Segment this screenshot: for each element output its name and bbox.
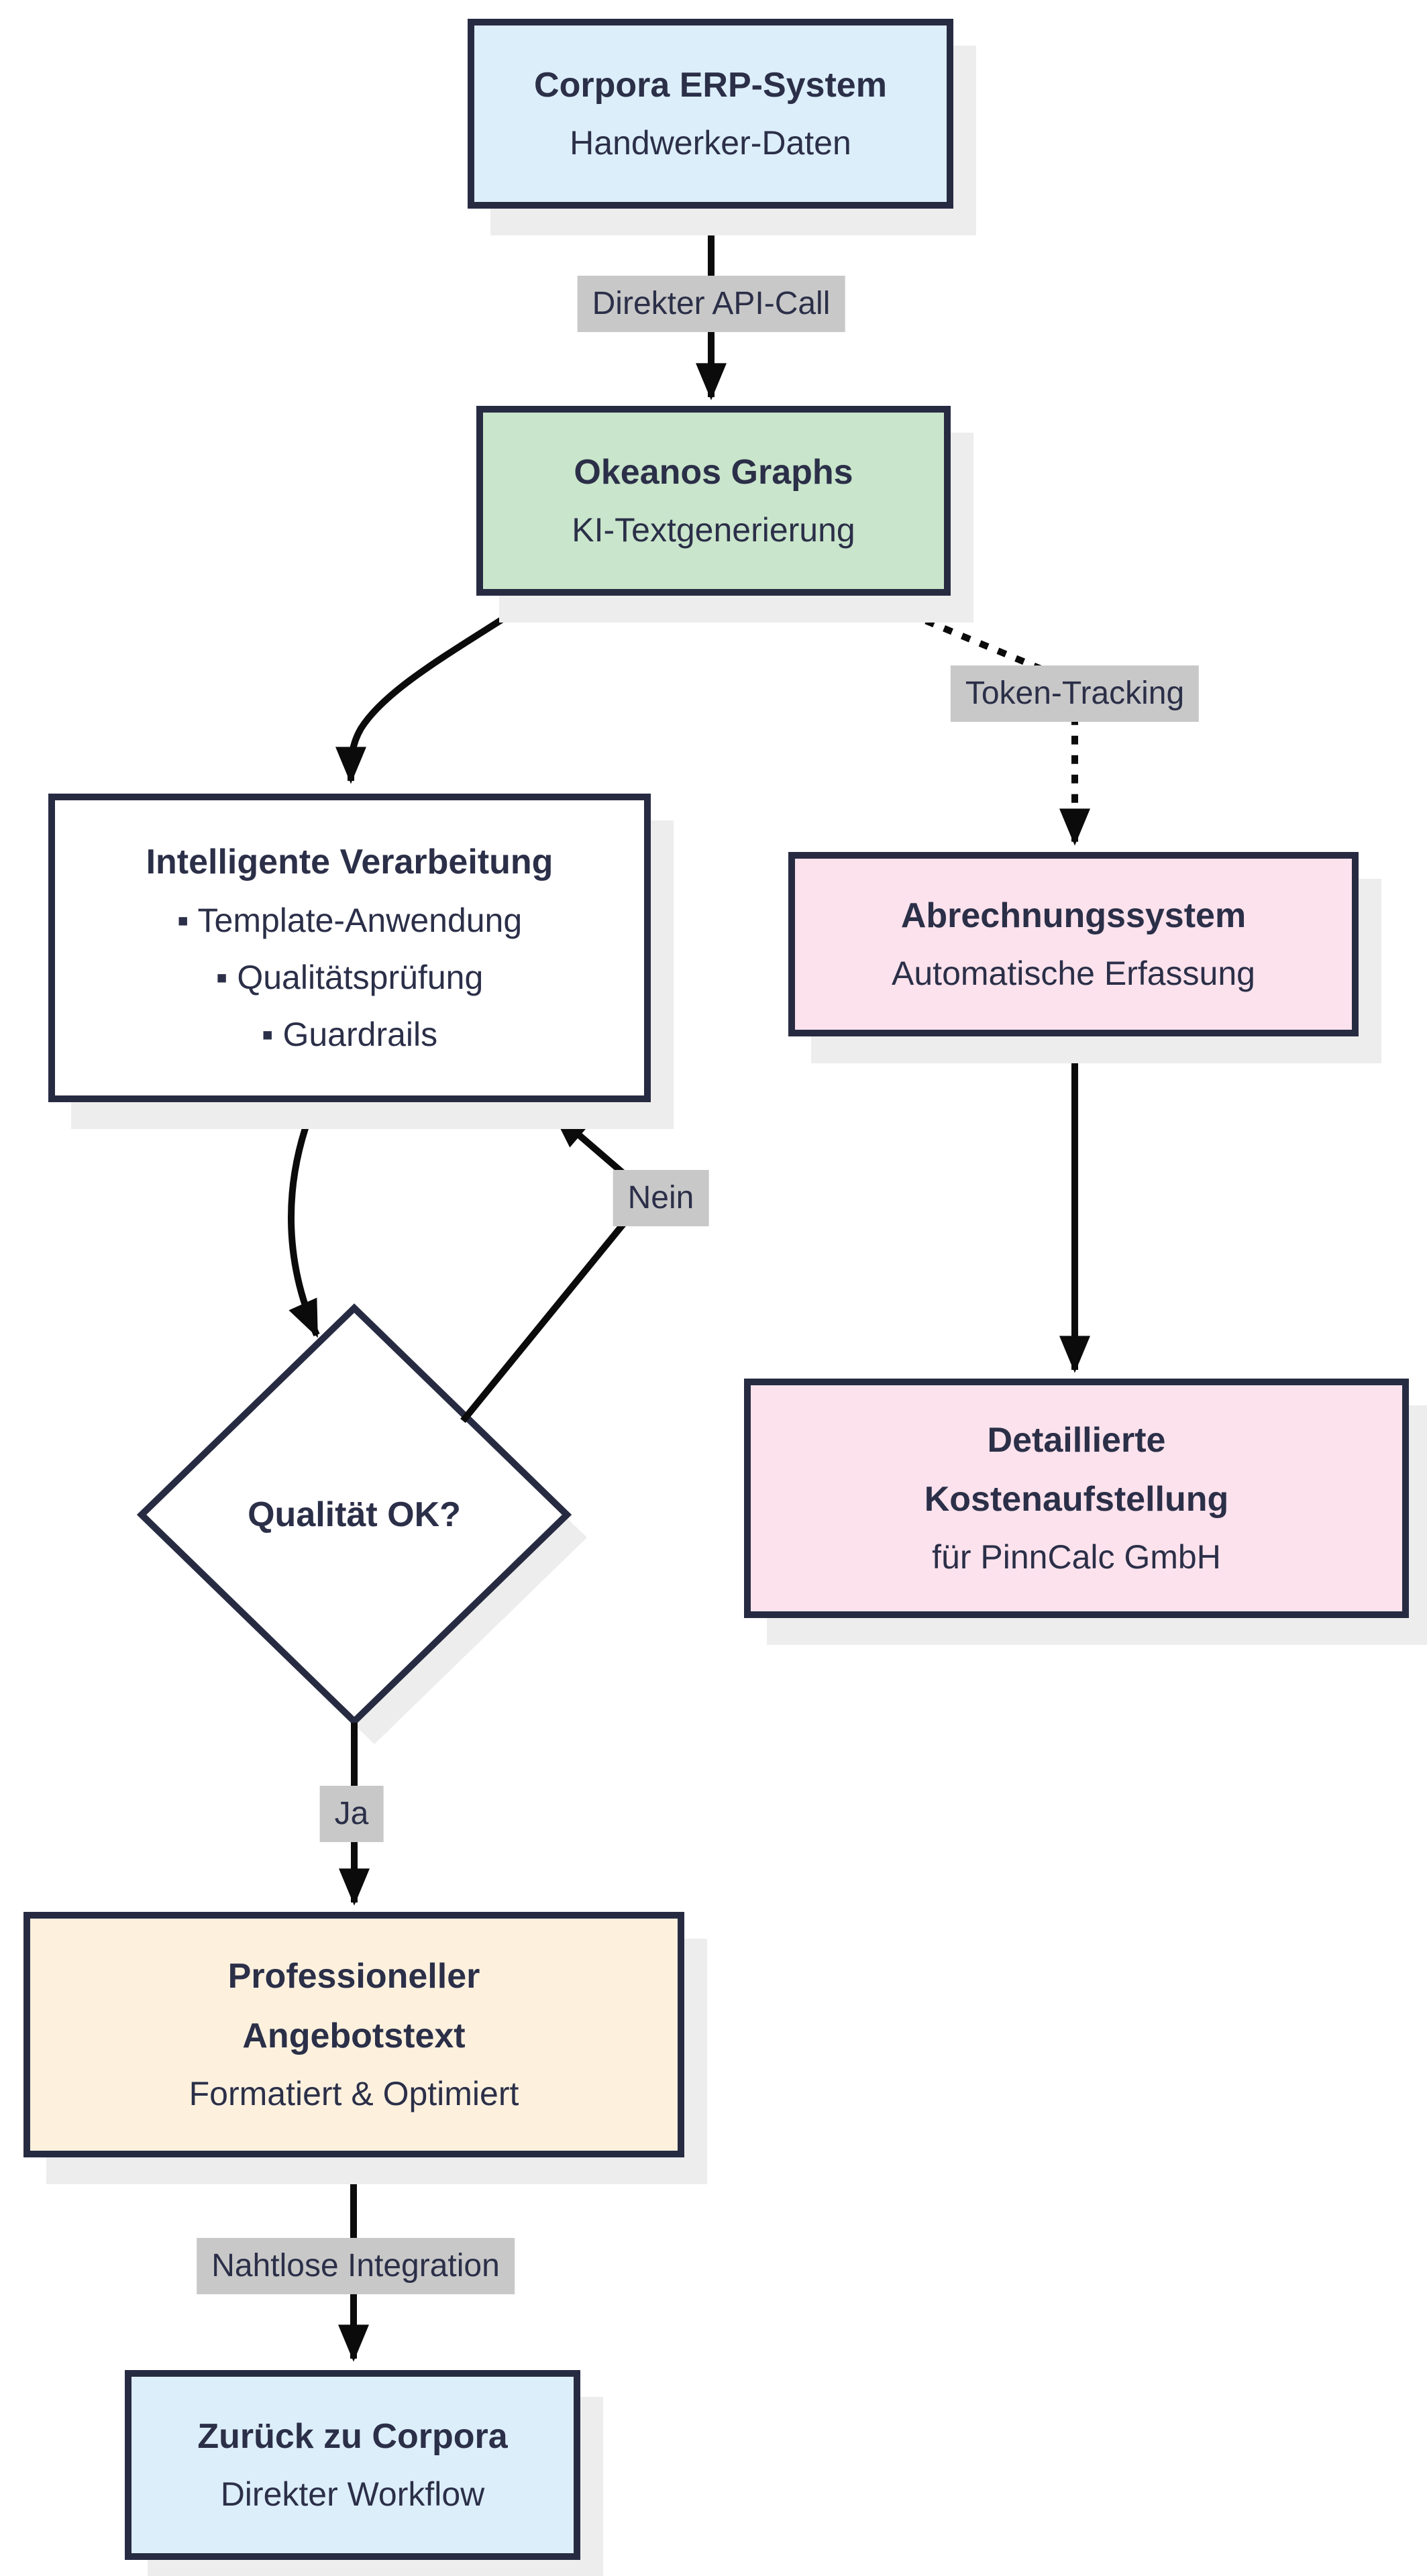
node-title: Intelligente Verarbeitung <box>146 843 553 882</box>
node-okeanos-graphs: Okeanos Graphs KI-Textgenerierung <box>476 406 951 596</box>
decision-diamond-shape <box>136 1303 572 1726</box>
edge-label-token-tracking: Token-Tracking <box>950 665 1200 722</box>
edge-label-nahtlose-integration: Nahtlose Integration <box>197 2238 515 2294</box>
edge-decision-verarbeitung-nein <box>460 1111 626 1424</box>
node-subtitle: Direkter Workflow <box>220 2475 485 2514</box>
node-title: Okeanos Graphs <box>574 452 853 492</box>
edge-okeanos-verarbeitung <box>335 594 539 784</box>
list-item: ▪ Qualitätsprüfung <box>215 958 484 996</box>
node-zurueck-zu-corpora: Zurück zu Corpora Direkter Workflow <box>125 2370 580 2560</box>
edge-label-direkter-api-call: Direkter API-Call <box>577 276 845 332</box>
node-title-line2: Kostenaufstellung <box>924 1480 1229 1519</box>
node-professioneller-angebotstext: Professioneller Angebotstext Formatiert … <box>23 1912 684 2157</box>
node-subtitle: Formatiert & Optimiert <box>189 2074 519 2112</box>
node-title: Zurück zu Corpora <box>197 2416 508 2456</box>
node-subtitle: KI-Textgenerierung <box>572 511 855 549</box>
list-item: ▪ Guardrails <box>261 1015 438 1053</box>
node-subtitle: Handwerker-Daten <box>570 124 851 162</box>
node-kostenaufstellung: Detaillierte Kostenaufstellung für PinnC… <box>744 1379 1409 1618</box>
node-abrechnungssystem: Abrechnungssystem Automatische Erfassung <box>788 852 1359 1036</box>
node-corpora-erp-system: Corpora ERP-System Handwerker-Daten <box>468 19 953 209</box>
node-subtitle: Automatische Erfassung <box>892 955 1255 993</box>
node-subtitle: für PinnCalc GmbH <box>932 1538 1221 1576</box>
node-title-line2: Angebotstext <box>242 2016 466 2055</box>
decision-qualitaet-ok-label: Qualität OK? <box>248 1495 461 1534</box>
edge-label-ja: Ja <box>319 1786 384 1842</box>
list-item: ▪ Template-Anwendung <box>176 901 523 939</box>
node-title: Corpora ERP-System <box>534 65 887 105</box>
edge-verarbeitung-decision <box>288 1103 320 1338</box>
node-title-line1: Detaillierte <box>987 1420 1166 1460</box>
node-title: Abrechnungssystem <box>900 896 1247 935</box>
edge-label-nein: Nein <box>613 1170 709 1226</box>
node-intelligente-verarbeitung: Intelligente Verarbeitung ▪ Template-Anw… <box>48 794 651 1102</box>
node-title-line1: Professioneller <box>227 1957 480 1996</box>
